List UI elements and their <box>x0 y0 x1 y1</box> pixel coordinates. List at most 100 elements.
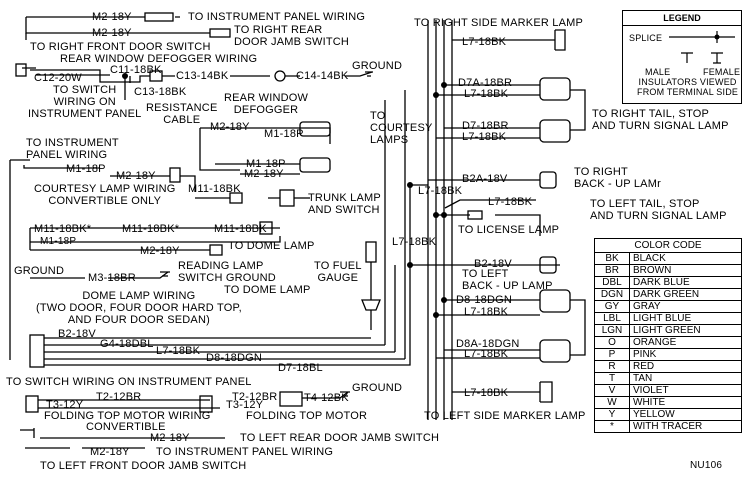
wire-label-l7-18bk-v1: L7-18BK <box>418 185 463 197</box>
male-connector-icon <box>681 52 693 63</box>
wire-label-d7-18br: D7-18BR <box>462 120 509 132</box>
wire-label-b2-18v: B2-18V <box>58 328 96 340</box>
wire-label-m2-18y-courtesy: M2-18Y <box>210 121 250 133</box>
legend-male-label: MALE <box>645 67 671 77</box>
wire-label-m11-18bk-a: M11-18BK* <box>34 223 92 235</box>
color-code-name: RED <box>629 360 742 373</box>
wire-label-m11-18bk: M11-18BK <box>188 183 241 195</box>
wire-label-m1-18p-courtesy: M1-18P <box>264 128 304 140</box>
color-code-abbrev: GY <box>594 300 630 313</box>
legend-box: LEGEND SPLICE MALE FEMALE INSULATORS VIE… <box>622 10 742 104</box>
wire-label-l7-18bk-1: L7-18BK <box>462 36 507 48</box>
to-right-front-door-switch-label: TO RIGHT FRONT DOOR SWITCH <box>30 41 211 53</box>
color-code-name: ORANGE <box>629 336 742 349</box>
wire-label-m1-18p-left: M1-18P <box>66 163 106 175</box>
to-dome-lamp-label: TO DOME LAMP <box>228 240 315 252</box>
to-right-tail-label: TO RIGHT TAIL, STOP AND TURN SIGNAL LAMP <box>592 108 729 132</box>
wire-label-m2-18y-rf: M2-18Y <box>92 27 132 39</box>
wire-label-m2-18y-dome: M2-18Y <box>140 245 180 257</box>
trunk-lamp-switch-label: TRUNK LAMP AND SWITCH <box>308 192 381 216</box>
splice-dot-icon <box>714 34 720 40</box>
wire-label-m11-18bk-b: M11-18BK* <box>122 223 180 235</box>
wire-label-m1-18p-b: M1-18P <box>246 158 286 170</box>
to-switch-wiring-panel-label: TO SWITCH WIRING ON INSTRUMENT PANEL <box>6 376 252 388</box>
wire-label-m2-18y-lf: M2-18Y <box>90 446 130 458</box>
ground-label-motor: GROUND <box>352 382 403 394</box>
color-code-name: LIGHT BLUE <box>629 312 742 325</box>
color-code-name: WHITE <box>629 396 742 409</box>
color-code-row: *WITH TRACER <box>594 420 742 433</box>
color-code-abbrev: W <box>594 396 630 409</box>
color-code-name: TAN <box>629 372 742 385</box>
color-code-name: VIOLET <box>629 384 742 397</box>
wire-label-l7-18bk-harness: L7-18BK <box>156 345 201 357</box>
wire-label-l7-18bk-lic: L7-18BK <box>488 196 533 208</box>
color-code-name: WITH TRACER <box>629 420 742 433</box>
wire-label-d8a-18dgn: D8A-18DGN <box>456 338 520 350</box>
wire-label-b2a-18v: B2A-18V <box>462 173 508 185</box>
wire-label-l7-18bk-3: L7-18BK <box>462 131 507 143</box>
wire-label-t2-12br-r: T2-12BR <box>232 391 278 403</box>
to-courtesy-lamps-label: TO COURTESY LAMPS <box>370 110 433 146</box>
wire-label-c13-14bk: C13-14BK <box>176 70 229 82</box>
wire-label-l7-18bk-5: L7-18BK <box>464 348 509 360</box>
wire-label-t3-12y-r: T3-12Y <box>226 399 264 411</box>
rear-window-defogger-wiring-label: REAR WINDOW DEFOGGER WIRING <box>60 53 258 65</box>
figure-id: NU106 <box>690 460 723 471</box>
wire-label-l7-18bk-4: L7-18BK <box>464 306 509 318</box>
to-right-side-marker-label: TO RIGHT SIDE MARKER LAMP <box>414 17 584 29</box>
rear-window-defogger-label: REAR WINDOW DEFOGGER <box>224 92 309 116</box>
wire-label-c13-18bk: C13-18BK <box>134 86 187 98</box>
wire-label-m3-18br: M3-18BR <box>88 272 136 284</box>
color-code-abbrev: P <box>594 348 630 361</box>
wire-label-m2-18y-instr: M2-18Y <box>92 11 132 23</box>
legend-title: LEGEND <box>663 13 701 23</box>
ground-label-mid: GROUND <box>14 265 65 277</box>
folding-top-motor-wiring-label: FOLDING TOP MOTOR WIRING <box>44 410 211 422</box>
wire-label-m11-18bk-c: M11-18BK <box>214 223 267 235</box>
wire-label-l7-18bk-v2: L7-18BK <box>392 236 437 248</box>
color-code-name: DARK GREEN <box>629 288 742 301</box>
wire-label-m1-18p-dome: M1-18P <box>40 236 77 247</box>
female-connector-icon <box>711 52 723 64</box>
dome-lamp-wiring-label: DOME LAMP WIRING (TWO DOOR, FOUR DOOR HA… <box>36 290 242 326</box>
color-code-name: GRAY <box>629 300 742 313</box>
reading-lamp-label: READING LAMP SWITCH GROUND <box>178 260 276 284</box>
color-code-name: LIGHT GREEN <box>629 324 742 337</box>
to-instrument-panel-wiring-bottom-label: TO INSTRUMENT PANEL WIRING <box>156 446 334 458</box>
color-code-abbrev: O <box>594 336 630 349</box>
color-code-title: COLOR CODE <box>594 238 742 253</box>
wire-label-b2-18v-rear: B2-18V <box>474 258 512 270</box>
color-code-name: DARK BLUE <box>629 276 742 289</box>
wire-label-l7-18bk-2: L7-18BK <box>464 88 509 100</box>
folding-top-motor-label: FOLDING TOP MOTOR <box>246 410 368 422</box>
convertible-label: CONVERTIBLE <box>86 421 166 433</box>
to-dome-lamp-2-label: TO DOME LAMP <box>224 284 311 296</box>
color-code-abbrev: BK <box>594 252 630 265</box>
color-code-name: PINK <box>629 348 742 361</box>
to-fuel-gauge-label: TO FUEL GAUGE <box>314 260 362 284</box>
to-switch-wiring-label: TO SWITCH WIRING ON INSTRUMENT PANEL <box>28 84 142 120</box>
color-code-name: YELLOW <box>629 408 742 421</box>
legend-note: INSULATORS VIEWED FROM TERMINAL SIDE <box>637 77 739 97</box>
wire-label-m2-18y-left: M2-18Y <box>116 170 156 182</box>
color-code-abbrev: LBL <box>594 312 630 325</box>
wire-label-d7-18bl: D7-18BL <box>278 362 323 374</box>
wire-label-m2-18y-lr: M2-18Y <box>150 432 190 444</box>
wire-label-d7a-18br: D7A-18BR <box>458 77 513 89</box>
